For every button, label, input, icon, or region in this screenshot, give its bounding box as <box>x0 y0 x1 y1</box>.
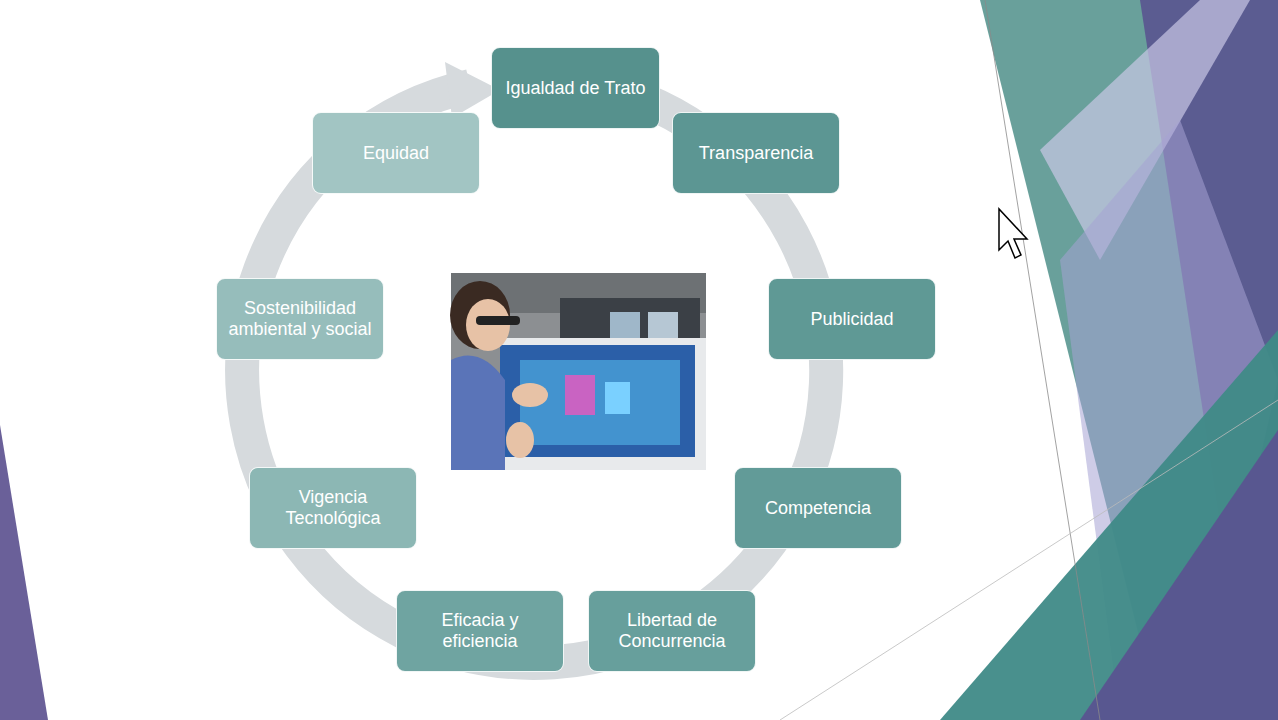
purple-triangle <box>1080 430 1278 720</box>
cycle-step-box: Transparencia <box>672 112 840 194</box>
thin-line <box>985 0 1100 720</box>
cycle-step-box: Libertad de Concurrencia <box>588 590 756 672</box>
step-label: Vigencia Tecnológica <box>260 487 406 529</box>
step-label: Competencia <box>765 498 871 519</box>
purple-sliver <box>0 425 48 720</box>
step-label: Igualdad de Trato <box>505 78 645 99</box>
cycle-step-box: Competencia <box>734 467 902 549</box>
step-label: Equidad <box>363 143 429 164</box>
teal-triangle <box>940 330 1278 720</box>
step-label: Transparencia <box>699 143 813 164</box>
cycle-step-box: Vigencia Tecnológica <box>249 467 417 549</box>
cycle-step-box: Publicidad <box>768 278 936 360</box>
step-label: Eficacia y eficiencia <box>407 610 553 652</box>
cycle-step-box: Sostenibilidad ambiental y social <box>216 278 384 360</box>
mouse-cursor <box>999 209 1027 258</box>
thin-line <box>780 400 1278 720</box>
cycle-step-box: Equidad <box>312 112 480 194</box>
step-label: Publicidad <box>810 309 893 330</box>
cycle-step-box: Eficacia y eficiencia <box>396 590 564 672</box>
photo <box>450 273 706 470</box>
cycle-step-box: Igualdad de Trato <box>491 47 660 129</box>
step-label: Sostenibilidad ambiental y social <box>227 298 373 340</box>
step-label: Libertad de Concurrencia <box>599 610 745 652</box>
